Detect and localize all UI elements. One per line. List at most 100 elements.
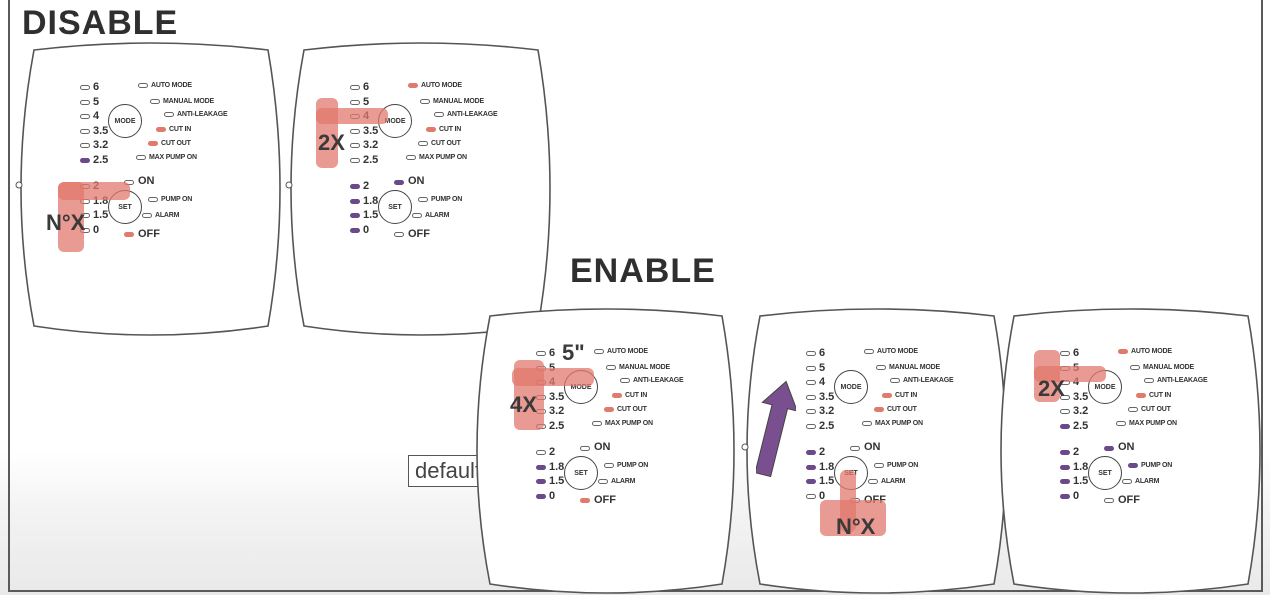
status-label: CUT IN (895, 392, 918, 399)
pressing-hand-icon (316, 98, 338, 168)
status-led (136, 155, 146, 160)
status-led (418, 197, 428, 202)
status-label: MANUAL MODE (889, 364, 940, 371)
status-led (620, 378, 630, 383)
status-led (604, 407, 614, 412)
level-label: 3.2 (819, 405, 835, 417)
level-led (350, 85, 360, 90)
status-led (890, 378, 900, 383)
status-led (150, 99, 160, 104)
level-label: 1.8 (93, 194, 109, 207)
level-led (806, 380, 816, 385)
level-label: 3.5 (93, 124, 109, 137)
status-label: CUT OUT (617, 406, 647, 413)
status-led (874, 463, 884, 468)
level-led (536, 464, 546, 470)
level-led (80, 99, 90, 105)
status-label: CUT OUT (887, 406, 917, 413)
status-label: CUT IN (169, 126, 192, 133)
level-label: 4 (93, 110, 100, 122)
level-led (350, 99, 360, 105)
off-label: OFF (594, 494, 616, 506)
press-count-note: 2X (1038, 376, 1065, 401)
status-label: MANUAL MODE (1143, 364, 1194, 371)
level-label: 2 (1073, 446, 1080, 458)
status-led (612, 393, 622, 398)
press-count-note: 5" (562, 340, 585, 365)
off-led (580, 498, 590, 503)
level-led (1060, 479, 1070, 484)
level-label: 1.8 (1073, 460, 1089, 473)
level-label: 3.2 (1073, 405, 1089, 417)
pressing-hand-icon (820, 500, 886, 536)
status-label: AUTO MODE (421, 82, 462, 89)
status-led (1116, 421, 1126, 426)
status-led (882, 393, 892, 398)
level-label: 3.2 (363, 139, 379, 151)
pressing-hand-icon (514, 360, 544, 430)
level-led (80, 114, 90, 119)
status-label: ALARM (1135, 478, 1160, 485)
level-led (80, 143, 90, 148)
status-label: AUTO MODE (151, 82, 192, 89)
level-led (350, 213, 360, 218)
status-label: ALARM (611, 478, 636, 485)
level-led (806, 479, 816, 484)
level-led (1060, 464, 1070, 470)
level-label: 4 (819, 376, 826, 388)
level-label: 6 (819, 347, 826, 359)
press-count-note: N°X (46, 210, 86, 235)
panel-notch (15, 181, 23, 189)
mode-button[interactable]: MODE (108, 104, 142, 138)
level-led (350, 143, 360, 148)
level-led (80, 157, 90, 163)
set-button[interactable]: SET (1088, 456, 1122, 490)
level-label: 4 (1073, 376, 1080, 388)
level-label: 1.5 (363, 209, 379, 221)
level-label: 6 (1073, 347, 1080, 359)
level-label: 6 (93, 81, 100, 93)
status-led (876, 365, 886, 370)
status-led (598, 479, 608, 484)
status-label: PUMP ON (161, 196, 193, 203)
status-led (142, 213, 152, 218)
level-label: 2 (549, 446, 556, 458)
status-label: ALARM (881, 478, 906, 485)
on-led (850, 446, 860, 451)
pressing-hand-icon (58, 182, 84, 252)
set-button[interactable]: SET (564, 456, 598, 490)
status-label: PUMP ON (887, 462, 919, 469)
on-label: ON (864, 441, 881, 453)
set-button[interactable]: SET (378, 190, 412, 224)
off-label: OFF (408, 228, 430, 240)
on-label: ON (1118, 441, 1135, 453)
status-label: MAX PUMP ON (605, 420, 653, 427)
level-label: 1.5 (549, 475, 565, 487)
status-label: PUMP ON (1141, 462, 1173, 469)
level-label: 1.8 (549, 460, 565, 473)
level-led (806, 423, 816, 429)
status-led (406, 155, 416, 160)
status-led (156, 127, 166, 132)
off-label: OFF (1118, 494, 1140, 506)
level-label: 1.8 (819, 460, 835, 473)
level-label: 3.5 (363, 124, 379, 137)
level-led (350, 128, 360, 134)
status-label: MANUAL MODE (433, 98, 484, 105)
status-label: ALARM (425, 212, 450, 219)
status-led (412, 213, 422, 218)
panel-notch (285, 181, 293, 189)
on-led (1104, 446, 1114, 451)
status-led (148, 197, 158, 202)
disable-heading: DISABLE (22, 4, 179, 42)
status-label: AUTO MODE (607, 348, 648, 355)
status-led (138, 83, 148, 88)
level-led (1060, 409, 1070, 414)
status-led (148, 141, 158, 146)
mode-button[interactable]: MODE (834, 370, 868, 404)
status-led (1144, 378, 1154, 383)
level-led (806, 394, 816, 400)
